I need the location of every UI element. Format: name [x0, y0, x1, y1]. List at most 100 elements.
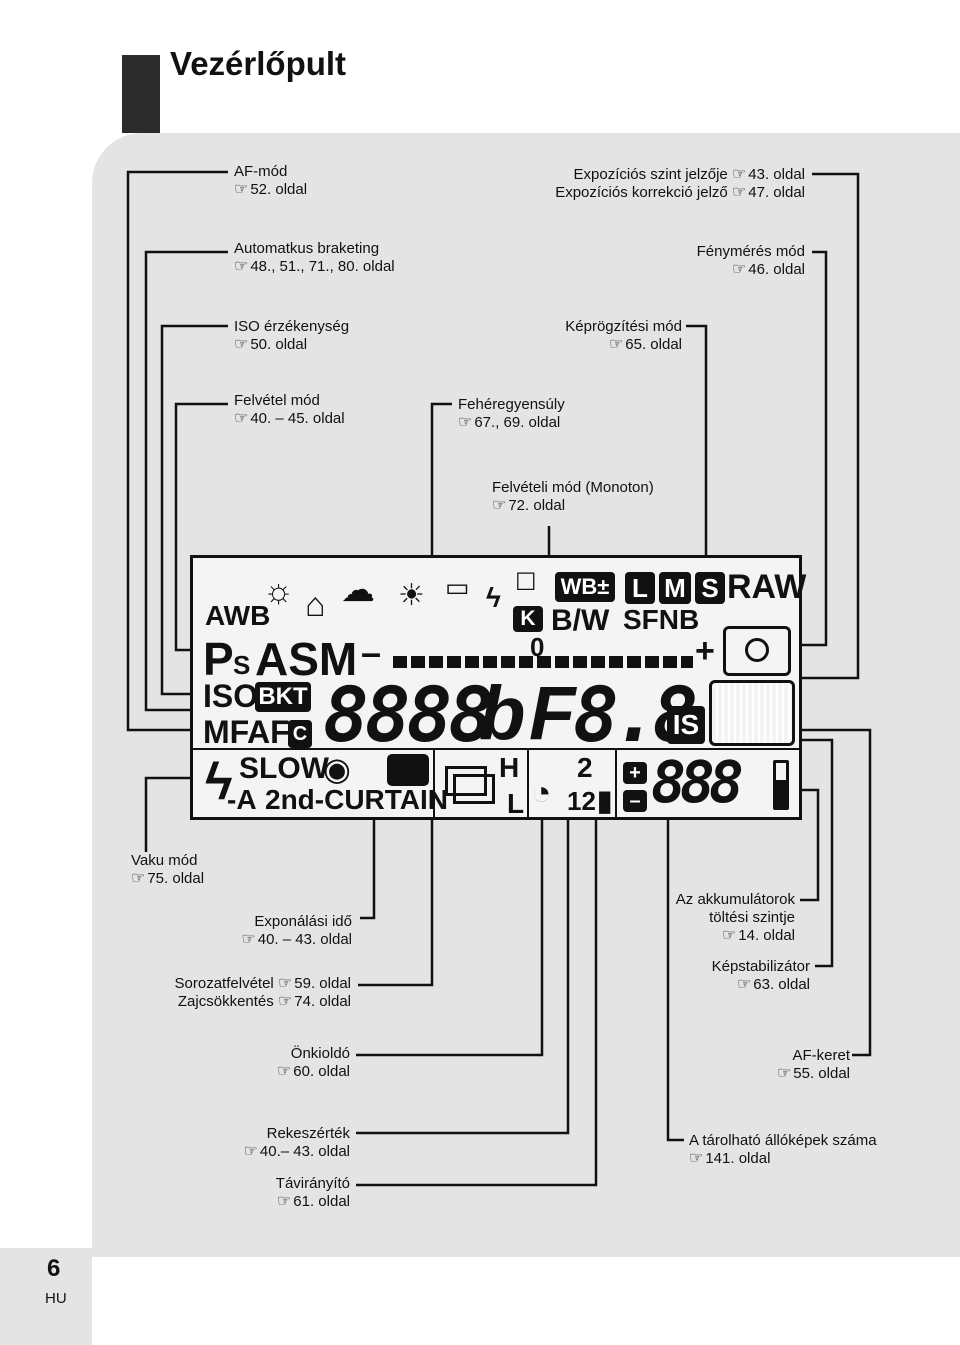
label-picture-mode: Felvételi mód (Monoton) ☞72. oldal	[492, 479, 654, 514]
label-white-balance: Fehéregyensúly ☞67., 69. oldal	[458, 396, 565, 431]
pointer-icon: ☞	[689, 1150, 704, 1167]
lcd-raw: RAW	[727, 568, 807, 606]
pointer-icon: ☞	[234, 410, 249, 427]
pointer-icon: ☞	[731, 261, 747, 278]
label-sequential: Sorozatfelvétel ☞59. oldal Zajcsökkentés…	[174, 975, 351, 1010]
label-af-mode: AF-mód ☞52. oldal	[234, 163, 308, 198]
pointer-icon: ☞	[277, 993, 293, 1010]
label-aperture: Rekeszérték ☞40.– 43. oldal	[243, 1125, 350, 1160]
lcd-slow: SLOW	[239, 752, 329, 785]
label-record-mode: Képrögzítési mód ☞65. oldal	[565, 318, 682, 353]
pointer-icon: ☞	[731, 166, 747, 183]
pointer-icon: ☞	[234, 258, 249, 275]
label-stabilizer: Képstabilizátor ☞63. oldal	[711, 958, 810, 993]
af-frame-icon	[709, 680, 795, 746]
metering-spot-icon	[745, 638, 769, 662]
battery-icon	[773, 760, 789, 810]
lcd-twelve: 12	[567, 786, 596, 816]
flash-icon: ϟ	[205, 753, 233, 811]
label-self-timer: Önkioldó ☞60. oldal	[276, 1045, 350, 1080]
page-language: HU	[45, 1290, 67, 1307]
shade-icon: ⌂	[305, 586, 326, 624]
sequential-icon-back	[453, 774, 495, 804]
label-af-frame: AF-keret ☞55. oldal	[776, 1047, 850, 1082]
lcd-curtain: 2nd-CURTAIN	[265, 784, 449, 815]
metering-icon	[723, 626, 791, 676]
lcd-k-badge: K	[513, 606, 543, 632]
page-title: Vezérlőpult	[170, 45, 347, 82]
lcd-mf: MF	[203, 714, 250, 750]
lcd-divider-2	[527, 748, 529, 820]
lcd-panel: AWB ☼ ⌂ ☁ ☀ ▭ ϟ ☐ K WB± B/W L M S RAW SF…	[190, 555, 806, 820]
lcd-divider-3	[615, 748, 617, 820]
plus-icon: +	[623, 762, 647, 784]
label-remote: Távirányító ☞61. oldal	[275, 1175, 350, 1210]
label-exposure: Expozíciós szint jelzője ☞43. oldal Expo…	[555, 166, 805, 201]
lcd-awb: AWB	[205, 600, 271, 631]
label-shoot-mode: Felvétel mód ☞40. – 45. oldal	[234, 392, 345, 427]
lcd-quality-l: L	[625, 572, 655, 604]
lcd-af: AF	[247, 714, 290, 750]
pointer-icon: ☞	[277, 975, 293, 992]
lcd-quality-s: S	[695, 572, 725, 604]
label-iso: ISO érzékenység ☞50. oldal	[234, 318, 350, 353]
pointer-icon: ☞	[276, 1193, 292, 1210]
label-auto-bracket: Automatkus braketing ☞48., 51., 71., 80.…	[234, 240, 395, 275]
lcd-shutter-suffix: b	[479, 671, 526, 756]
red-eye-icon: ◉	[323, 751, 351, 787]
custom-wb-icon: ☐	[515, 569, 537, 596]
title-bar	[122, 55, 160, 133]
minus-icon: –	[623, 790, 647, 812]
lcd-scale-plus: +	[695, 632, 715, 670]
pointer-icon: ☞	[241, 931, 256, 948]
lcd-bkt: BKT	[255, 682, 311, 712]
lcd-shutter-digits: 8888	[323, 670, 494, 759]
label-shutter-speed: Exponálási idő ☞40. – 43. oldal	[241, 913, 352, 948]
side-strip	[0, 1248, 92, 1345]
lcd-l-label: L	[507, 788, 525, 819]
sequential-icon	[445, 766, 487, 796]
lcd-mode-s: S	[233, 650, 251, 680]
lcd-frames: 888	[651, 748, 744, 816]
flash-wb-icon: ϟ	[486, 582, 501, 613]
cloud-icon: ☁	[341, 571, 375, 609]
lcd-f-letter: F	[529, 671, 576, 756]
lcd-mode-p: P	[203, 633, 234, 685]
pointer-icon: ☞	[234, 181, 249, 198]
lcd-quality-m: M	[659, 572, 691, 604]
lcd-scale-minus: –	[361, 632, 382, 673]
pointer-icon: ☞	[736, 976, 752, 993]
exposure-scale	[393, 656, 693, 668]
tungsten-icon: ☀	[398, 579, 425, 612]
pointer-icon: ☞	[721, 927, 737, 944]
lcd-scale-zero: 0	[530, 632, 545, 662]
lcd-mode-asm: ASM	[255, 633, 358, 685]
pointer-icon: ☞	[131, 870, 146, 887]
lcd-divider	[193, 748, 799, 750]
lcd-is-badge: IS	[667, 706, 705, 744]
pointer-icon: ☞	[731, 184, 747, 201]
pointer-icon: ☞	[276, 1063, 292, 1080]
flash-comp-icon	[387, 754, 429, 786]
pointer-icon: ☞	[234, 336, 249, 353]
lcd-bw: B/W	[551, 604, 610, 637]
label-battery: Az akkumulátorok töltési szintje ☞14. ol…	[675, 891, 795, 944]
lcd-h-label: H	[499, 752, 520, 783]
lcd-c-badge: C	[288, 720, 312, 748]
lcd-a-label: -A	[227, 784, 257, 815]
remote-icon: ▮	[597, 785, 613, 816]
lcd-iso: ISO	[203, 678, 259, 714]
lcd-wb-comp: WB±	[555, 572, 615, 602]
label-storable: A tárolható állóképek száma ☞141. oldal	[689, 1132, 877, 1167]
page-number: 6	[47, 1255, 61, 1282]
lcd-sfnb: SFNB	[623, 604, 700, 635]
battery-level-icon	[776, 780, 786, 808]
pointer-icon: ☞	[458, 414, 473, 431]
fluorescent-icon: ▭	[445, 572, 470, 602]
sun-icon: ☼	[263, 572, 295, 610]
pointer-icon: ☞	[608, 336, 624, 353]
pointer-icon: ☞	[492, 497, 507, 514]
pointer-icon: ☞	[243, 1143, 258, 1160]
lcd-divider-1	[433, 748, 435, 820]
label-flash-mode: Vaku mód ☞75. oldal	[131, 852, 205, 887]
